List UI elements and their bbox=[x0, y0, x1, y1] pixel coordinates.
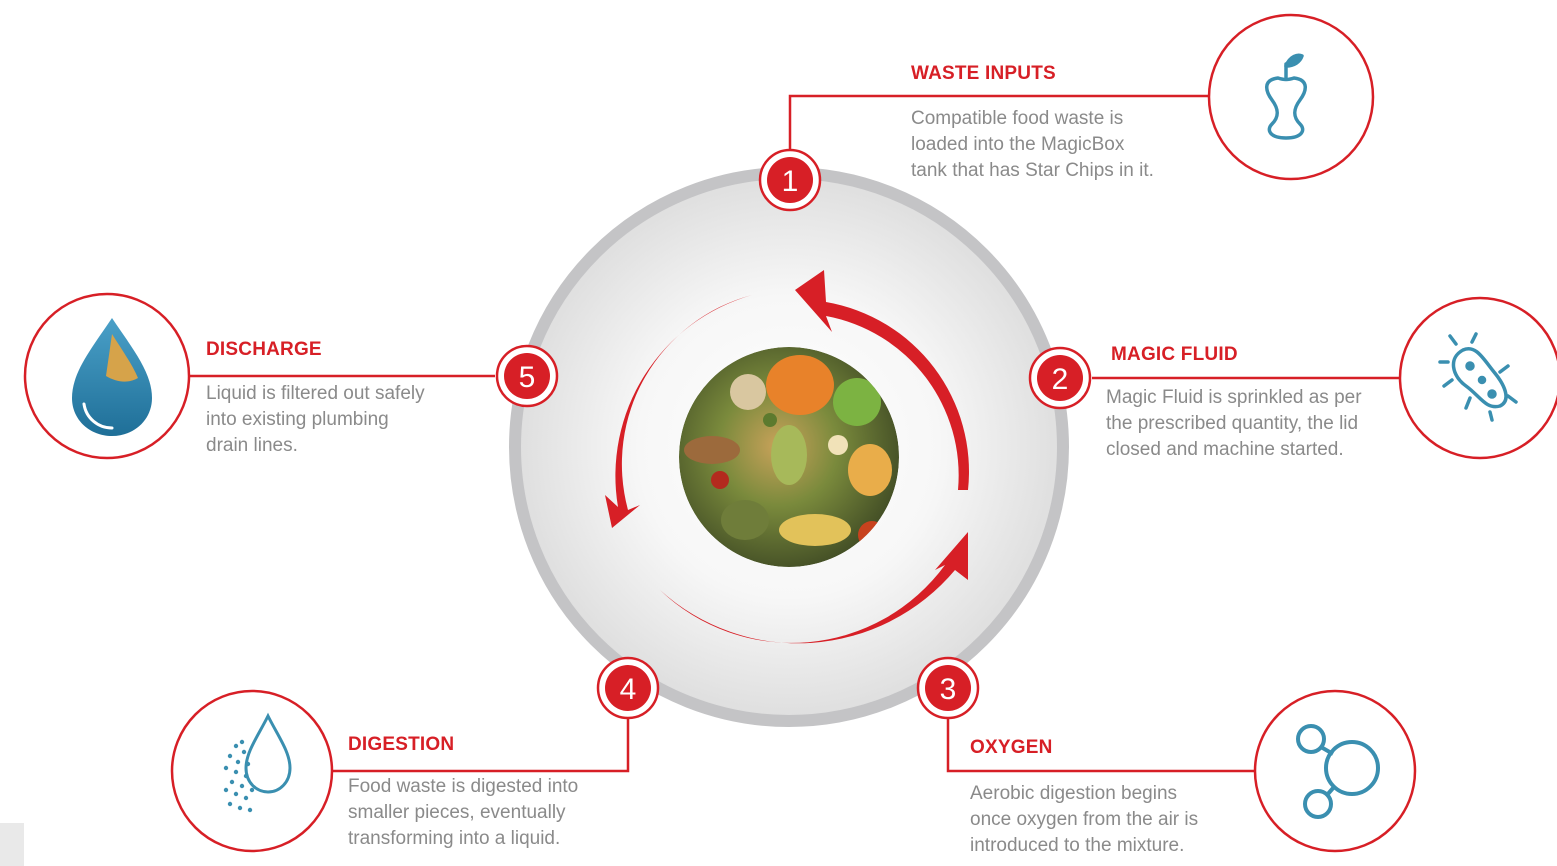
icon-circle-4 bbox=[170, 689, 334, 853]
arrow-left bbox=[605, 295, 752, 528]
step-number-5: 5 bbox=[519, 361, 536, 394]
dissolving-drop-icon bbox=[223, 712, 292, 813]
step-1-title: WASTE INPUTS bbox=[911, 63, 1056, 84]
food-waste-photo bbox=[679, 347, 899, 567]
connector-3 bbox=[946, 713, 1256, 773]
step-badge-1: 1 bbox=[758, 148, 822, 212]
step-4-text: DIGESTION Food waste is digested into sm… bbox=[348, 734, 628, 852]
step-2-line-3: closed and machine started. bbox=[1106, 439, 1344, 460]
step-5-line-1: Liquid is filtered out safely bbox=[206, 383, 425, 404]
step-badge-2: 2 bbox=[1028, 346, 1092, 410]
step-3-line-1: Aerobic digestion begins bbox=[970, 783, 1178, 804]
apple-core-icon bbox=[1265, 53, 1307, 140]
step-badge-5: 5 bbox=[495, 344, 559, 408]
step-2-title: MAGIC FLUID bbox=[1111, 344, 1238, 365]
step-1-line-3: tank that has Star Chips in it. bbox=[911, 160, 1154, 181]
connector-1 bbox=[788, 94, 1210, 152]
step-4-line-3: transforming into a liquid. bbox=[348, 828, 561, 849]
step-2-text: MAGIC FLUID Magic Fluid is sprinkled as … bbox=[1106, 344, 1406, 463]
corner-tab bbox=[0, 823, 24, 866]
step-2-description: Magic Fluid is sprinkled as per the pres… bbox=[1106, 385, 1406, 463]
step-5-text: DISCHARGE Liquid is filtered out safely … bbox=[206, 339, 486, 459]
step-number-1: 1 bbox=[782, 165, 799, 198]
step-3-line-3: introduced to the mixture. bbox=[970, 835, 1185, 856]
step-5-description: Liquid is filtered out safely into exist… bbox=[206, 381, 486, 459]
cycle-arrows bbox=[605, 270, 969, 644]
arrow-bottom bbox=[660, 532, 968, 644]
step-2-line-1: Magic Fluid is sprinkled as per bbox=[1106, 387, 1362, 408]
step-1-description: Compatible food waste is loaded into the… bbox=[911, 106, 1211, 184]
step-2-line-2: the prescribed quantity, the lid bbox=[1106, 413, 1359, 434]
step-3-text: OXYGEN Aerobic digestion begins once oxy… bbox=[970, 737, 1260, 859]
step-number-4: 4 bbox=[620, 673, 637, 706]
step-badge-4: 4 bbox=[596, 656, 660, 720]
icon-circles bbox=[23, 13, 1557, 853]
water-drop-icon bbox=[72, 318, 152, 436]
icon-circle-3 bbox=[1253, 689, 1417, 853]
molecule-icon bbox=[1296, 724, 1380, 819]
step-1-text: WASTE INPUTS Compatible food waste is lo… bbox=[911, 63, 1211, 184]
arrow-top-right bbox=[795, 270, 969, 490]
step-badge-3: 3 bbox=[916, 656, 980, 720]
step-3-line-2: once oxygen from the air is bbox=[970, 809, 1199, 830]
step-4-description: Food waste is digested into smaller piec… bbox=[348, 774, 628, 852]
step-4-line-2: smaller pieces, eventually bbox=[348, 802, 566, 823]
step-5-title: DISCHARGE bbox=[206, 339, 322, 360]
icon-circle-1 bbox=[1207, 13, 1375, 181]
step-5-line-3: drain lines. bbox=[206, 435, 298, 456]
step-5-line-2: into existing plumbing bbox=[206, 409, 389, 430]
connector-4 bbox=[332, 712, 630, 773]
microbe-icon bbox=[1438, 332, 1518, 422]
step-3-title: OXYGEN bbox=[970, 737, 1053, 758]
step-4-line-1: Food waste is digested into bbox=[348, 776, 579, 797]
connector-lines bbox=[190, 94, 1405, 773]
step-1-line-1: Compatible food waste is bbox=[911, 108, 1124, 129]
step-number-3: 3 bbox=[940, 673, 957, 706]
step-4-title: DIGESTION bbox=[348, 734, 455, 755]
step-1-line-2: loaded into the MagicBox bbox=[911, 134, 1125, 155]
step-3-description: Aerobic digestion begins once oxygen fro… bbox=[970, 781, 1260, 859]
step-number-2: 2 bbox=[1052, 363, 1069, 396]
